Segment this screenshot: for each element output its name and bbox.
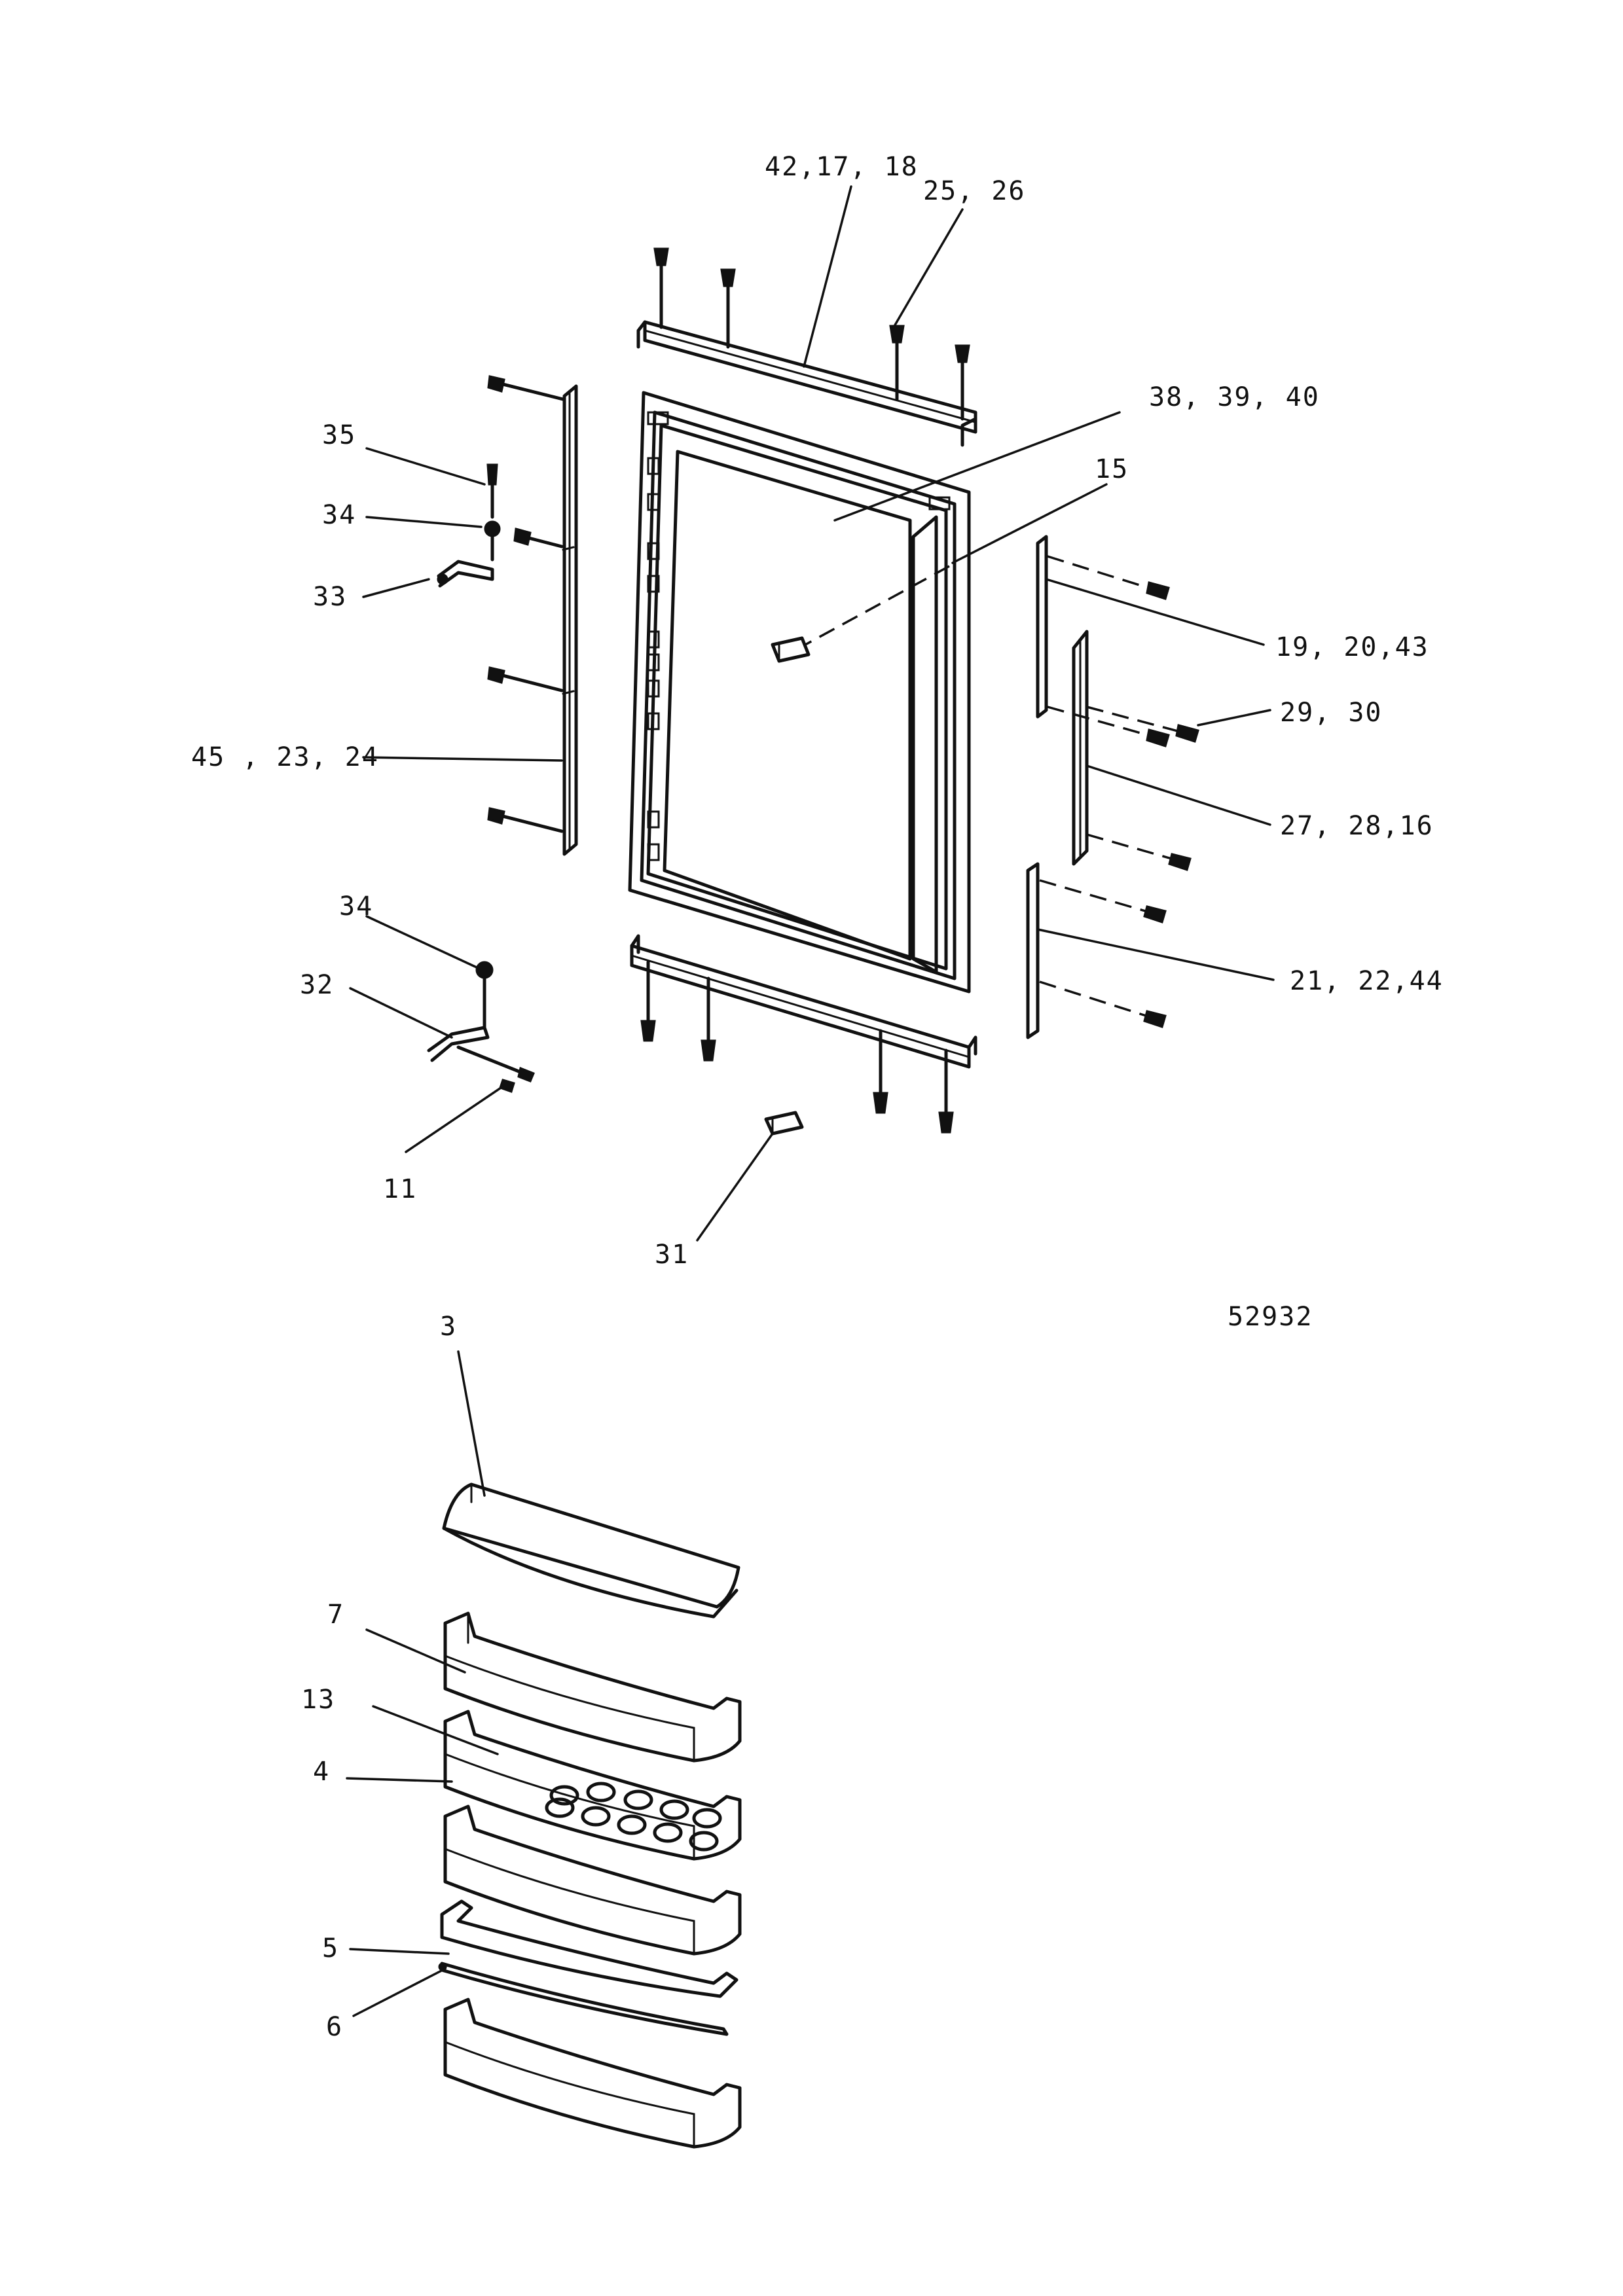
door-shelf-7 [443,1611,742,1763]
label-45-23-24: 45 , 23, 24 [191,742,379,772]
center-clip [771,636,811,663]
label-5: 5 [322,1933,339,1964]
left-vertical-strip [562,384,578,856]
label-33: 33 [313,582,347,612]
drawing-number: 52932 [1228,1302,1313,1332]
label-6: 6 [326,2012,343,2042]
right-lower-strip [1026,862,1040,1039]
door-shelf-4 [443,1710,742,1861]
leader-lines [346,185,1275,2017]
egg-holders [545,1782,722,1852]
label-21-22-44: 21, 22,44 [1290,966,1444,996]
label-4: 4 [313,1757,330,1787]
label-29-30: 29, 30 [1280,698,1383,728]
door-shelf-5 [440,1899,739,1998]
top-bar-screws [653,247,970,421]
part-labels: 42,17, 18 25, 26 38, 39, 40 15 35 34 33 … [191,152,1444,2042]
upper-hinge-pin [437,463,501,588]
top-hinge-bar [636,320,977,447]
right-middle-strip [1072,630,1089,866]
label-38-39-40: 38, 39, 40 [1149,382,1320,412]
bottom-bar-screws [640,960,954,1134]
label-31: 31 [655,1240,689,1270]
door-shelf-middle [443,1804,742,1956]
label-7: 7 [327,1600,344,1630]
right-upper-strip [1036,535,1048,719]
label-35: 35 [322,420,356,450]
label-42-17-18: 42,17, 18 [765,152,919,182]
door-shelf-bottom [443,1998,742,2149]
label-27-28-16: 27, 28,16 [1280,811,1434,841]
label-34-upper: 34 [322,500,356,530]
bottom-hinge-bar [630,934,977,1069]
door-frame [628,391,971,994]
bottom-clip [764,1111,804,1136]
label-11: 11 [383,1174,417,1204]
right-strip-screws [1039,555,1199,1028]
label-34-lower: 34 [339,891,373,922]
label-19-20-43: 19, 20,43 [1275,632,1429,662]
label-15: 15 [1095,454,1129,484]
label-32: 32 [300,970,334,1000]
label-3: 3 [440,1312,457,1342]
lower-hinge-pin [427,961,535,1093]
left-strip-screws [487,375,565,833]
door-shelf-3 [442,1482,740,1619]
label-25-26: 25, 26 [923,176,1026,206]
label-13: 13 [301,1685,335,1715]
